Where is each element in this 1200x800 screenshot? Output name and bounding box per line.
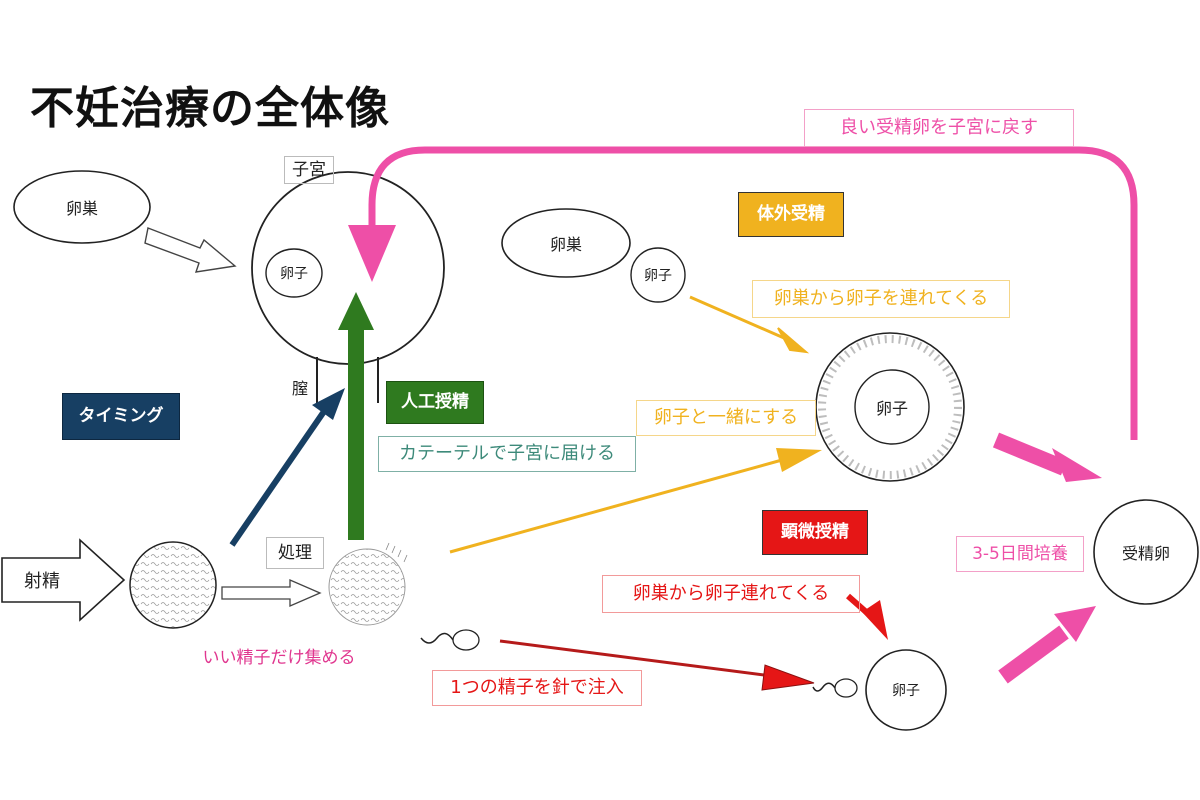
sperm-tails-decoration	[385, 542, 408, 563]
egg-near-ovary-label: 卵子	[644, 268, 672, 284]
inject-sperm-label: 1つの精子を針で注入	[432, 670, 642, 706]
icsi-badge: 顕微授精	[762, 510, 868, 555]
ejaculation-label: 射精	[24, 571, 60, 592]
egg-near-ovary-shape	[630, 247, 686, 303]
timing-arrow-head	[312, 388, 345, 420]
single-sperm-head	[452, 629, 480, 651]
icsi-egg-label: 卵子	[892, 683, 920, 699]
bring-egg-icsi-label: 卵巣から卵子連れてくる	[602, 575, 860, 613]
vagina-label: 膣	[291, 379, 308, 398]
icsi-egg-shape	[865, 649, 947, 731]
artificial-insemination-badge: 人工授精	[386, 381, 484, 424]
egg-to-ivf-arrow-shaft	[689, 295, 785, 340]
ivf-to-fertilized-arrow-shaft	[992, 432, 1068, 476]
timing-arrow-shaft	[229, 408, 328, 547]
page-title: 不妊治療の全体像	[30, 83, 390, 134]
ovary-right-shape	[501, 208, 631, 278]
bring-egg-label: 卵巣から卵子を連れてくる	[752, 280, 1010, 318]
semen-sample-shape	[129, 541, 217, 629]
processed-sperm-shape	[328, 548, 406, 626]
sperm-to-ivf-arrow-shaft	[449, 458, 783, 554]
uterus-label: 子宮	[284, 156, 334, 184]
inject-sperm-arrow-shaft	[499, 639, 773, 678]
culture-days-label: 3-5日間培養	[956, 536, 1084, 572]
combine-label: 卵子と一緒にする	[636, 400, 816, 436]
return-embryo-label: 良い受精卵を子宮に戻す	[804, 109, 1074, 147]
ovary-to-uterus-arrow	[144, 227, 237, 273]
inject-sperm-arrow-head	[761, 664, 815, 691]
icsi-sperm-tail	[812, 682, 836, 692]
icsi-sperm-head	[834, 678, 858, 698]
catheter-label: カテーテルで子宮に届ける	[378, 436, 636, 472]
fertilized-egg-label: 受精卵	[1121, 544, 1171, 563]
semen-to-processed-arrow	[221, 579, 322, 607]
artificial-insemination-arrow-shaft	[348, 322, 364, 540]
collect-good-sperm-label: いい精子だけ集める	[202, 647, 356, 668]
ivf-sperm-zone	[818, 335, 962, 479]
timing-badge: タイミング	[62, 393, 180, 440]
ovary-left-label: 卵巣	[65, 199, 99, 218]
ivf-badge: 体外受精	[738, 192, 844, 237]
egg-to-ivf-arrow-head	[777, 327, 810, 354]
ivf-to-fertilized-arrow-head	[1052, 448, 1102, 482]
return-embryo-arrow-head	[348, 225, 396, 282]
ovary-left-shape	[13, 170, 151, 244]
icsi-bring-egg-arrow-head	[862, 600, 888, 640]
artificial-insemination-arrow-head	[338, 292, 374, 330]
sperm-to-ivf-arrow-head	[776, 448, 822, 472]
fertilized-egg-shape	[1093, 499, 1199, 605]
icsi-to-fertilized-arrow-head	[1054, 606, 1096, 642]
egg-in-uterus-shape	[265, 248, 323, 298]
ovary-right-label: 卵巣	[549, 235, 583, 254]
ejaculation-arrow	[1, 538, 126, 622]
icsi-to-fertilized-arrow-shaft	[998, 625, 1069, 684]
egg-in-uterus-label: 卵子	[280, 266, 308, 282]
single-sperm-tail	[420, 632, 454, 644]
return-embryo-arrow-line	[368, 146, 1138, 440]
processing-label: 処理	[266, 537, 324, 569]
ivf-egg-inner-shape	[854, 369, 930, 445]
ivf-egg-label: 卵子	[875, 399, 909, 418]
